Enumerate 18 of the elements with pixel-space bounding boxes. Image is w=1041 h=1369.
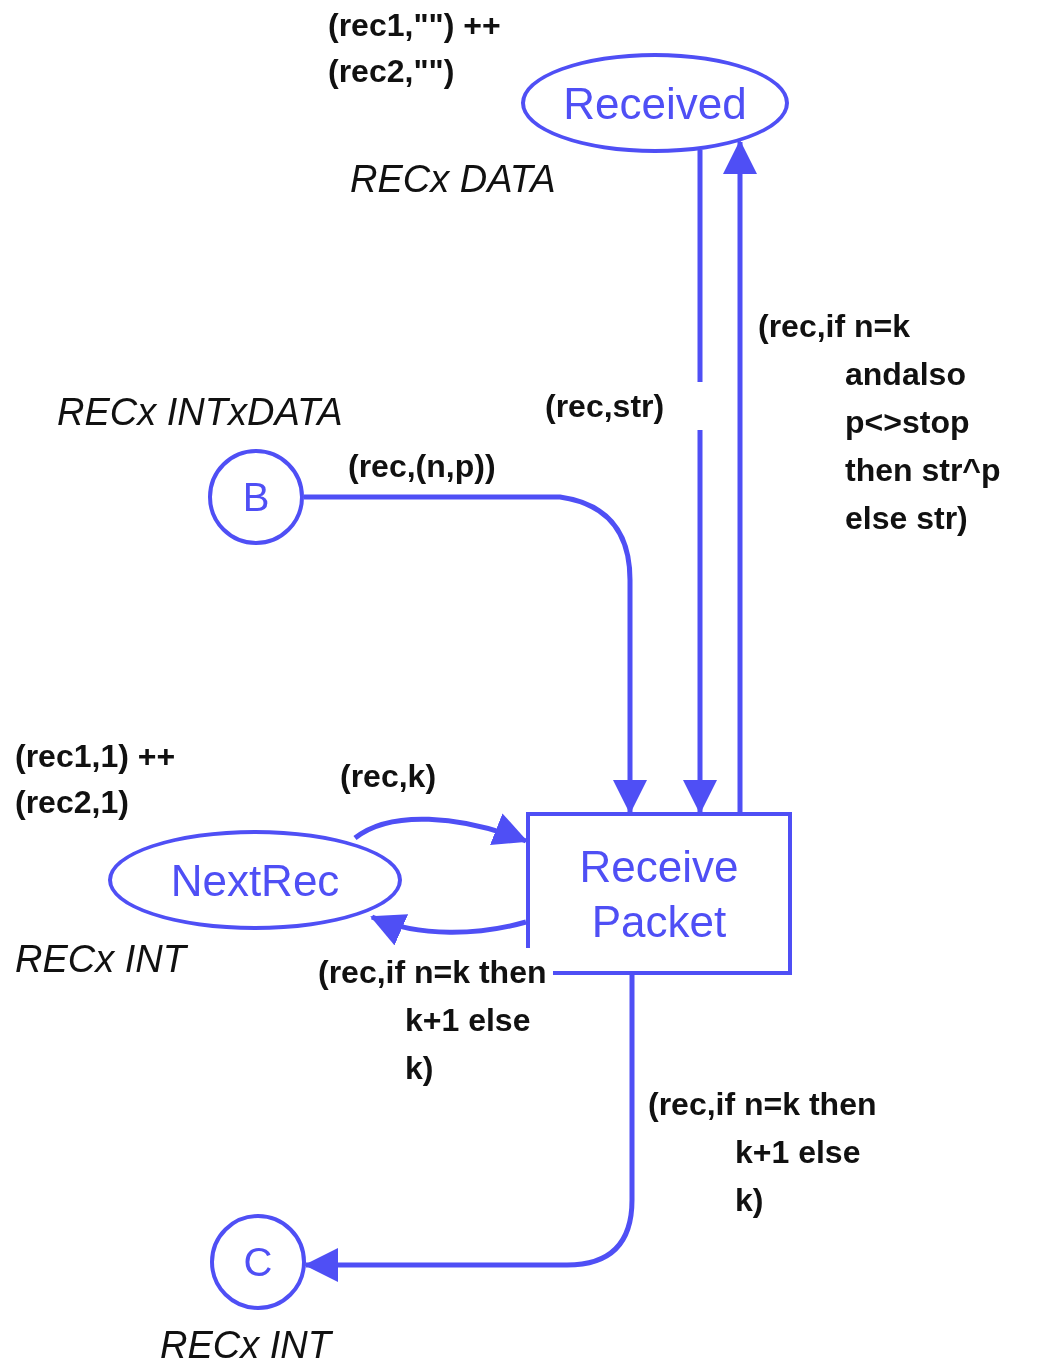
color-set-label: RECx INTxDATA	[57, 390, 344, 435]
arc-arrow	[304, 494, 647, 814]
node-label: B	[242, 474, 270, 521]
node-label: Received	[563, 77, 747, 130]
arc-arrow	[304, 975, 635, 1282]
arc-arrow	[723, 140, 757, 812]
arc-arrow	[683, 150, 717, 814]
node-label: Receive Packet	[578, 840, 740, 948]
node-label: C	[243, 1239, 273, 1286]
node-label: NextRec	[170, 854, 340, 907]
arc-arrow	[353, 814, 528, 846]
color-set-label: RECx INT	[160, 1323, 334, 1368]
initial-marking: (rec1,1) ++ (rec2,1)	[15, 737, 177, 823]
color-set-label: RECx DATA	[350, 157, 557, 202]
arc-arrow	[370, 912, 527, 945]
initial-marking: (rec1,"") ++ (rec2,"")	[328, 6, 502, 92]
color-set-label: RECx INT	[15, 937, 189, 982]
arc-inscription: (rec,str)	[545, 382, 705, 430]
